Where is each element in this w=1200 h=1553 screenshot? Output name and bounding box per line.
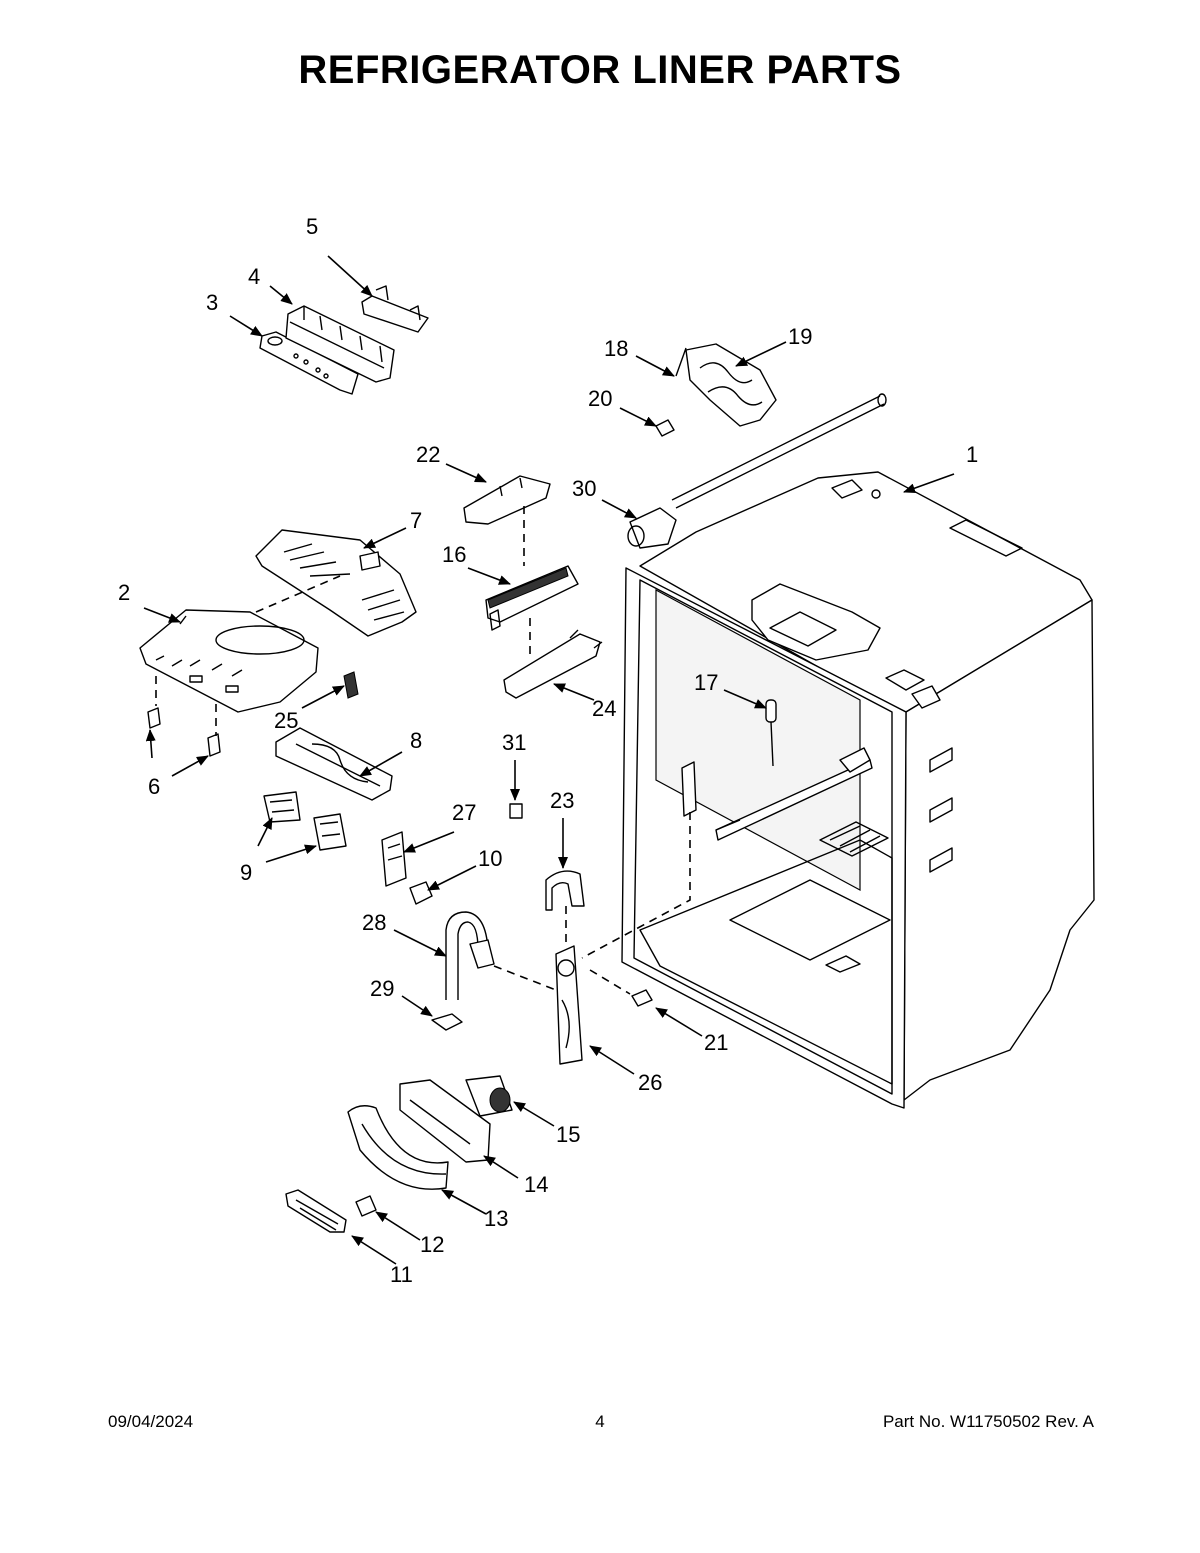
callout-28: 28 [362,910,386,935]
switch-part [343,671,359,699]
plug-31-part [509,803,523,819]
water-tube-part [627,393,887,549]
callout-24: 24 [592,696,616,721]
callout-6: 6 [148,774,160,799]
callout-18: 18 [604,336,628,361]
light-lens-part [275,727,393,801]
callout-20: 20 [588,386,612,411]
gasket-part [545,870,585,911]
callout-13: 13 [484,1206,508,1231]
callout-25: 25 [274,708,298,733]
callout-11: 11 [390,1262,413,1287]
callout-26: 26 [638,1070,662,1095]
callout-12: 12 [420,1232,444,1257]
lamp-lens-part [503,629,603,699]
lamp-housing-part [485,565,579,631]
callout-3: 3 [206,290,218,315]
heater-assembly-part [655,343,777,437]
light-housing-part [139,609,319,713]
footer-page-number: 4 [595,1412,605,1431]
callout-arrows [143,255,955,1265]
led-light-part [263,791,347,851]
callout-23: 23 [550,788,574,813]
callout-1: 1 [966,442,978,467]
callout-17: 17 [694,670,718,695]
callout-16: 16 [442,542,466,567]
callout-9: 9 [240,860,252,885]
control-overlay-part [259,331,359,395]
dispenser-motor-part [465,1075,513,1117]
bracket-part [361,285,429,333]
control-housing-part [285,305,395,383]
callout-2: 2 [118,580,130,605]
footer-part-number: Part No. W11750502 Rev. A [882,1412,1094,1431]
callout-15: 15 [556,1122,580,1147]
clip-10-part [409,881,433,905]
thermistor-part [765,699,777,767]
light-cover-part [255,529,417,637]
dispenser-bezel-part [347,1105,449,1190]
footer-date: 09/04/2024 [108,1412,194,1431]
water-tube-28-part [445,911,495,1000]
callout-31: 31 [502,730,526,755]
callout-4: 4 [248,264,260,289]
callout-30: 30 [572,476,596,501]
clip-part [147,707,221,757]
callout-27: 27 [452,800,476,825]
callout-14: 14 [524,1172,548,1197]
callout-labels: 1 2 3 4 5 6 7 8 9 10 11 12 13 14 15 16 1… [118,214,978,1287]
liner-cabinet-part [621,471,1095,1109]
drip-tray-part [285,1189,347,1233]
page-title: REFRIGERATOR LINER PARTS [298,48,902,92]
callout-22: 22 [416,442,440,467]
screw-21-part [631,989,653,1007]
callout-8: 8 [410,728,422,753]
assembly-lines [155,506,691,995]
callout-21: 21 [704,1030,728,1055]
callout-10: 10 [478,846,502,871]
screw-12-part [355,1195,377,1217]
callout-5: 5 [306,214,318,239]
dispenser-housing-part [555,945,583,1065]
callout-7: 7 [410,508,422,533]
lamp-bracket-part [463,475,551,525]
mounting-bracket-part [381,831,407,887]
callout-19: 19 [788,324,812,349]
callout-29: 29 [370,976,394,1001]
clip-29-part [431,1013,463,1031]
